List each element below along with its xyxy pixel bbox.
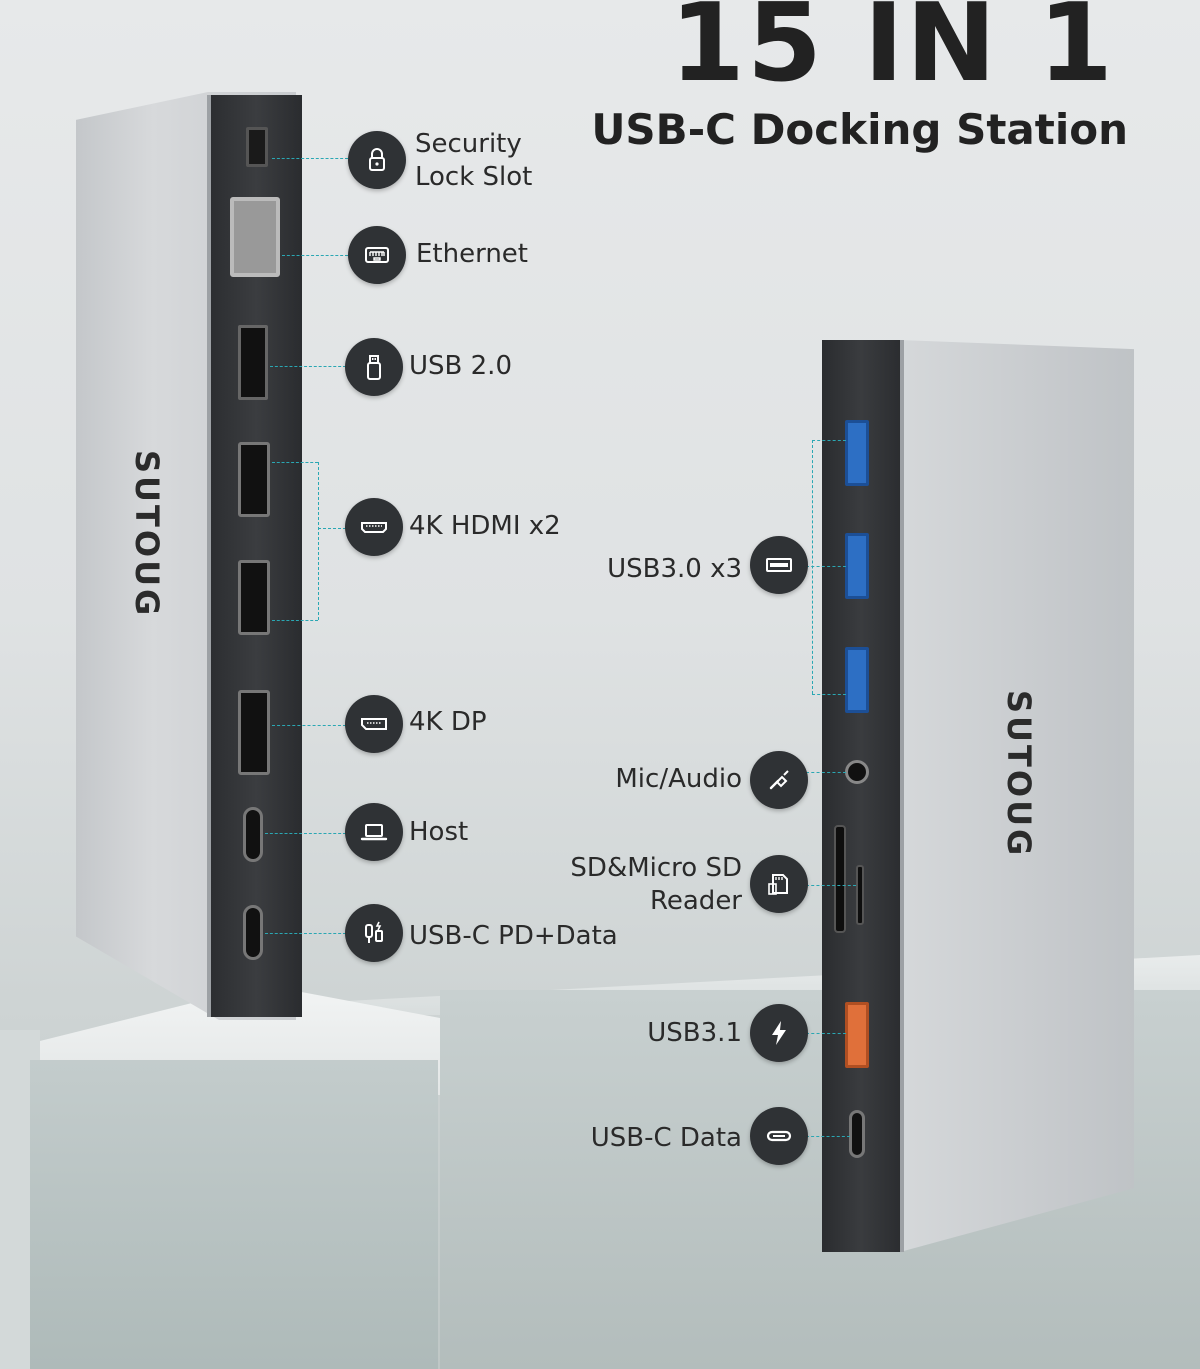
ethernet-icon xyxy=(348,226,406,284)
label-security-line1: Security xyxy=(415,129,522,159)
usb-stick-icon xyxy=(345,338,403,396)
audio-jack-icon xyxy=(750,751,808,809)
label-host: Host xyxy=(409,817,469,847)
label-dp: 4K DP xyxy=(409,707,487,737)
connector-usb2 xyxy=(270,366,346,367)
usb31-port xyxy=(845,1002,869,1068)
label-usbc-pd: USB-C PD+Data xyxy=(409,921,618,951)
label-security-lock: Security Lock Slot xyxy=(415,128,532,193)
brand-logo-right: SUTOUG xyxy=(1000,690,1038,859)
headline-subtitle: USB-C Docking Station xyxy=(591,105,1128,154)
usbc-data-port xyxy=(849,1110,865,1158)
connector-hdmi-bracket xyxy=(318,462,319,620)
pd-usbc-port xyxy=(243,905,263,960)
usb3-port-3 xyxy=(845,647,869,713)
pedestal-left-front xyxy=(30,1060,438,1369)
connector-dp xyxy=(272,725,346,726)
label-hdmi: 4K HDMI x2 xyxy=(409,511,561,541)
connector-pd xyxy=(265,933,346,934)
hdmi-icon xyxy=(345,498,403,556)
connector-hdmi xyxy=(318,528,346,529)
connector-usb3-3 xyxy=(812,694,846,695)
laptop-icon xyxy=(345,803,403,861)
label-sd-line1: SD&Micro SD xyxy=(570,853,742,883)
security-lock-slot xyxy=(246,127,268,167)
usb3-port-2 xyxy=(845,533,869,599)
usb-a-port-icon xyxy=(750,536,808,594)
label-security-line2: Lock Slot xyxy=(415,161,533,192)
label-sd-line2: Reader xyxy=(649,885,742,916)
micro-sd-slot xyxy=(856,865,864,925)
label-usbc-data: USB-C Data xyxy=(590,1123,742,1153)
usb-c-icon xyxy=(750,1107,808,1165)
usb2-port xyxy=(238,325,268,400)
label-ethernet: Ethernet xyxy=(416,239,528,269)
audio-jack-port xyxy=(845,760,869,784)
right-dock-body xyxy=(900,340,1134,1252)
connector-ethernet xyxy=(282,255,348,256)
sd-card-icon xyxy=(750,855,808,913)
label-sd-reader: SD&Micro SD Reader xyxy=(570,852,742,917)
headline-title: 15 IN 1 xyxy=(669,0,1115,106)
label-usb2: USB 2.0 xyxy=(409,351,512,381)
connector-usb3-2 xyxy=(806,566,846,567)
label-usb31: USB3.1 xyxy=(647,1018,742,1048)
label-audio: Mic/Audio xyxy=(615,764,742,794)
brand-logo-left: SUTOUG xyxy=(128,450,166,619)
connector-usb31 xyxy=(806,1033,846,1034)
host-usbc-port xyxy=(243,807,263,862)
connector-usbc xyxy=(806,1136,850,1137)
lightning-bolt-icon xyxy=(750,1004,808,1062)
hdmi-port-1 xyxy=(238,442,270,517)
sd-card-slot xyxy=(834,825,846,933)
hdmi-port-2 xyxy=(238,560,270,635)
charging-plug-icon xyxy=(345,904,403,962)
ethernet-port xyxy=(230,197,280,277)
connector-lock xyxy=(272,158,348,159)
connector-hdmi2 xyxy=(272,620,318,621)
right-dock-port-panel xyxy=(822,340,904,1252)
connector-usb3-bracket xyxy=(812,440,813,694)
displayport-icon xyxy=(345,695,403,753)
usb3-port-1 xyxy=(845,420,869,486)
connector-usb3-1 xyxy=(812,440,846,441)
connector-audio xyxy=(806,772,846,773)
connector-hdmi1 xyxy=(272,462,318,463)
label-usb3: USB3.0 x3 xyxy=(607,554,742,584)
connector-sd xyxy=(806,885,856,886)
displayport-port xyxy=(238,690,270,775)
connector-host xyxy=(265,833,346,834)
lock-icon xyxy=(348,131,406,189)
